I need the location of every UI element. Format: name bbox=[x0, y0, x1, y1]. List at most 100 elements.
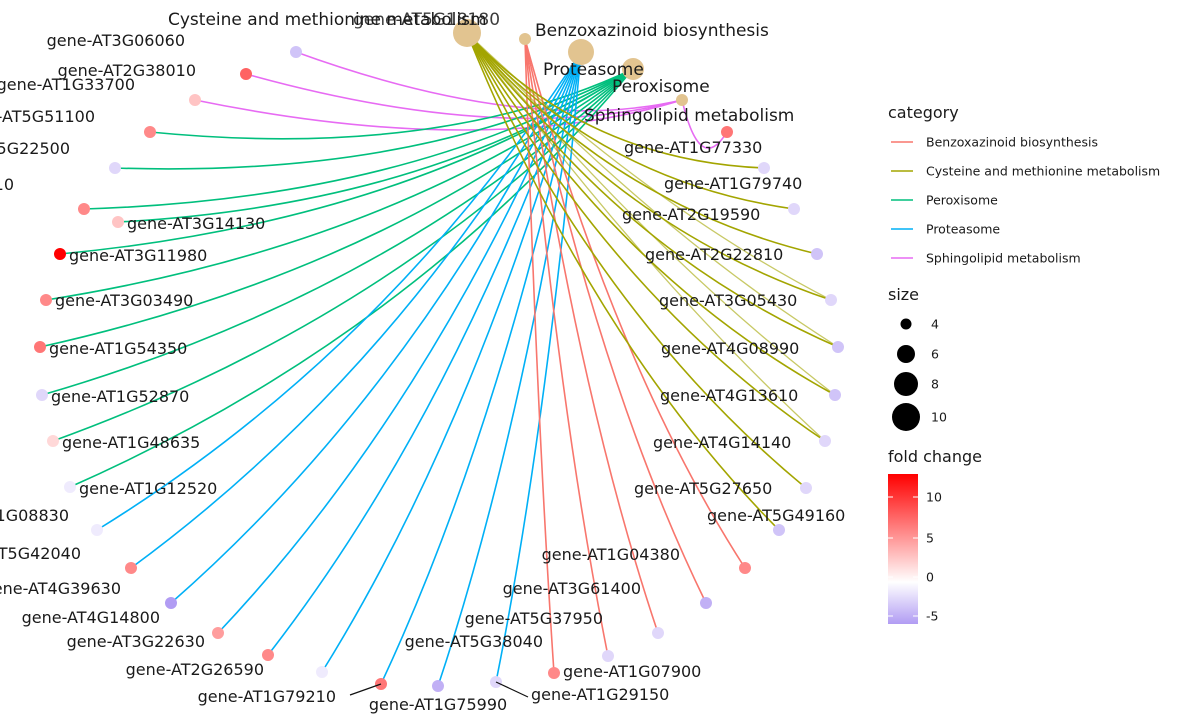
gene-label-gene-at4g02510: gene-AT4G02510 bbox=[0, 175, 14, 194]
gene-node-gene-at4g13610[interactable] bbox=[829, 389, 841, 401]
gene-node-gene-at1g54350[interactable] bbox=[34, 341, 46, 353]
fold-colorbar bbox=[888, 474, 918, 624]
edge-extra-3 bbox=[466, 32, 832, 301]
gene-label-gene-at3g14130: gene-AT3G14130 bbox=[127, 214, 265, 233]
gene-node-gene-at5g42040[interactable] bbox=[125, 562, 137, 574]
network-edges bbox=[39, 32, 839, 687]
gene-label-gene-at4g39630: gene-AT4G39630 bbox=[0, 579, 121, 598]
edge-gene-at5g37950 bbox=[524, 38, 659, 634]
gene-node-gene-at5g51100[interactable] bbox=[144, 126, 156, 138]
gene-node-gene-at3g11980[interactable] bbox=[54, 248, 66, 260]
gene-label-gene-at1g08830: gene-AT1G08830 bbox=[0, 506, 69, 525]
category-node-cysteine-and-methionine-metabolism[interactable] bbox=[453, 19, 481, 47]
gene-node-gene-at1g52870[interactable] bbox=[36, 389, 48, 401]
gene-node-gene-at1g12520[interactable] bbox=[64, 481, 76, 493]
category-node-peroxisome[interactable] bbox=[622, 58, 644, 80]
gene-node-gene-at1g08830[interactable] bbox=[91, 524, 103, 536]
gene-label-gene-at2g26590: gene-AT2G26590 bbox=[126, 660, 264, 679]
gene-node-gene-at3g06060[interactable] bbox=[290, 46, 302, 58]
gene-node-gene-at5g49160[interactable] bbox=[773, 524, 785, 536]
gene-node-gene-at3g14130[interactable] bbox=[112, 216, 124, 228]
legend-fold-label: 10 bbox=[926, 490, 942, 505]
gene-node-gene-at2g22810[interactable] bbox=[811, 248, 823, 260]
category-node-sphingolipid-metabolism[interactable] bbox=[676, 94, 688, 106]
gene-label-gene-at4g14140: gene-AT4G14140 bbox=[653, 433, 791, 452]
gene-node-gene-at1g75990[interactable] bbox=[432, 680, 444, 692]
legend-size-label-10: 10 bbox=[931, 410, 947, 425]
gene-label-gene-at1g48635: gene-AT1G48635 bbox=[62, 433, 200, 452]
gene-label-gene-at1g29150: gene-AT1G29150 bbox=[531, 685, 669, 704]
legend-label-proteasome: Proteasome bbox=[926, 222, 1000, 237]
gene-node-gene-at4g02510[interactable] bbox=[78, 203, 90, 215]
gene-label-gene-at1g33700: gene-AT1G33700 bbox=[0, 75, 135, 94]
gene-node-gene-at4g08990[interactable] bbox=[832, 341, 844, 353]
edge-gene-at1g33700 bbox=[194, 99, 683, 131]
edge-gene-at4g13610 bbox=[466, 32, 836, 396]
edge-gene-at4g14140 bbox=[466, 32, 826, 442]
edge-extra-0 bbox=[466, 32, 826, 442]
gene-node-gene-at1g79740[interactable] bbox=[758, 162, 770, 174]
gene-label-gene-at1g79210: gene-AT1G79210 bbox=[198, 687, 336, 706]
gene-node-gene-at5g38040[interactable] bbox=[602, 650, 614, 662]
edge-gene-at5g49160 bbox=[466, 32, 780, 531]
gene-node-gene-at5g37950[interactable] bbox=[652, 627, 664, 639]
gene-node-gene-at5g27650[interactable] bbox=[800, 482, 812, 494]
legend-label-peroxisome: Peroxisome bbox=[926, 193, 998, 208]
category-label-proteasome: Proteasome bbox=[543, 60, 644, 80]
category-label-cysteine-and-methionine-metabolism: Cysteine and methionine metabolism bbox=[168, 10, 487, 30]
edge-gene-at3g22630 bbox=[267, 51, 582, 656]
gene-label-gene-at2g19590: gene-AT2G19590 bbox=[622, 205, 760, 224]
label-leader-line bbox=[495, 681, 529, 698]
gene-node-gene-at5g22500[interactable] bbox=[109, 162, 121, 174]
edge-gene-at5g38040 bbox=[524, 38, 609, 657]
legend-size-dot-8 bbox=[894, 372, 918, 396]
gene-node-gene-at1g48635[interactable] bbox=[47, 435, 59, 447]
gene-label-gene-at1g04380: gene-AT1G04380 bbox=[542, 545, 680, 564]
gene-label-gene-at5g37950: gene-AT5G37950 bbox=[465, 609, 603, 628]
gene-node-gene-at2g38010[interactable] bbox=[240, 68, 252, 80]
gene-node-gene-at1g33700[interactable] bbox=[189, 94, 201, 106]
legend-label-benzoxazinoid-biosynthesis: Benzoxazinoid biosynthesis bbox=[926, 135, 1098, 150]
category-node-proteasome[interactable] bbox=[568, 39, 594, 65]
gene-node-gene-at1g77330[interactable] bbox=[721, 126, 733, 138]
edge-gene-at3g05430 bbox=[466, 32, 832, 301]
edge-extra-2 bbox=[466, 32, 839, 348]
edge-gene-at1g77330 bbox=[681, 99, 728, 149]
category-label-benzoxazinoid-biosynthesis: Benzoxazinoid biosynthesis bbox=[535, 21, 769, 41]
category-label-peroxisome: Peroxisome bbox=[612, 77, 710, 97]
gene-node-gene-at4g39630[interactable] bbox=[165, 597, 177, 609]
gene-node-gene-at3g05430[interactable] bbox=[825, 294, 837, 306]
label-leader-line bbox=[349, 683, 382, 696]
legend-fold-label: 0 bbox=[926, 570, 934, 585]
network-labels: Cysteine and methionine metabolismBenzox… bbox=[0, 10, 845, 714]
category-node-benzoxazinoid-biosynthesis[interactable] bbox=[519, 33, 531, 45]
gene-node-gene-at2g19590[interactable] bbox=[788, 203, 800, 215]
overlap-label-gene-at5g18180: gene-AT5G18180 bbox=[353, 10, 500, 30]
edge-gene-at1g29150 bbox=[495, 51, 582, 683]
gene-node-gene-at2g26590[interactable] bbox=[316, 666, 328, 678]
gene-label-gene-at1g54350: gene-AT1G54350 bbox=[49, 339, 187, 358]
gene-node-gene-at4g14140[interactable] bbox=[819, 435, 831, 447]
gene-node-gene-at3g22630[interactable] bbox=[262, 649, 274, 661]
gene-node-gene-at4g14800[interactable] bbox=[212, 627, 224, 639]
gene-label-gene-at4g14800: gene-AT4G14800 bbox=[22, 608, 160, 627]
gene-label-gene-at1g52870: gene-AT1G52870 bbox=[51, 387, 189, 406]
gene-label-gene-at1g12520: gene-AT1G12520 bbox=[79, 479, 217, 498]
gene-node-gene-at1g04380[interactable] bbox=[739, 562, 751, 574]
legend-size-label-8: 8 bbox=[931, 377, 939, 392]
edge-gene-at1g79740 bbox=[466, 32, 765, 169]
edge-extra-1 bbox=[466, 32, 836, 396]
gene-label-gene-at5g49160: gene-AT5G49160 bbox=[707, 506, 845, 525]
edge-gene-at1g08830 bbox=[96, 51, 582, 531]
gene-node-gene-at3g03490[interactable] bbox=[40, 294, 52, 306]
gene-label-gene-at4g08990: gene-AT4G08990 bbox=[661, 339, 799, 358]
gene-node-gene-at3g61400[interactable] bbox=[700, 597, 712, 609]
edge-gene-at3g06060 bbox=[295, 51, 683, 112]
gene-label-gene-at2g38010: gene-AT2G38010 bbox=[58, 61, 196, 80]
legend-size-label-4: 4 bbox=[931, 317, 939, 332]
gene-node-gene-at1g07900[interactable] bbox=[548, 667, 560, 679]
legend-size-title: size bbox=[888, 285, 919, 304]
